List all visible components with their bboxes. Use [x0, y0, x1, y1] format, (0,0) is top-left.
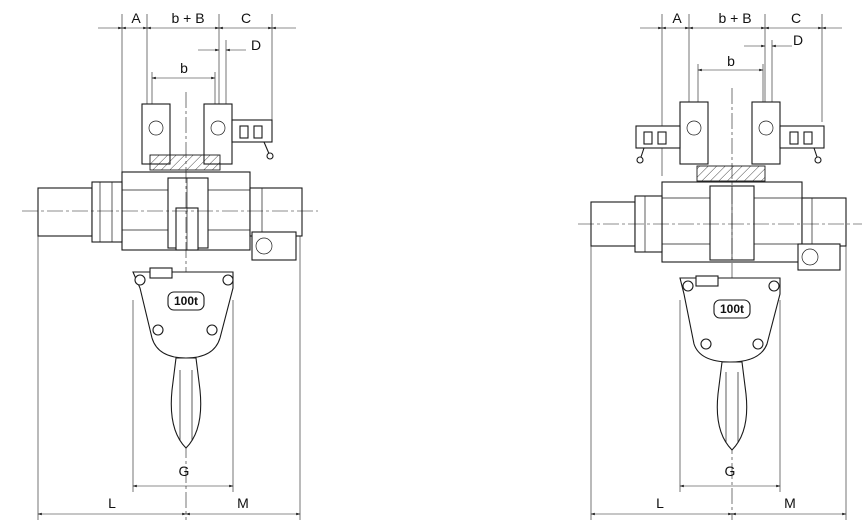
dim-label-D: D — [793, 32, 803, 48]
dim-label-bB: b + B — [171, 10, 204, 26]
dim-label-G: G — [725, 463, 736, 479]
dim-label-C: C — [241, 10, 251, 26]
dim-label-A: A — [131, 10, 141, 26]
dim-label-D: D — [251, 37, 261, 53]
dim-label-C: C — [791, 10, 801, 26]
dim-label-bB: b + B — [718, 10, 751, 26]
dim-label-b: b — [727, 53, 735, 69]
dim-label-L: L — [108, 495, 116, 511]
left-view: 100t A b + B C D b G L M — [22, 10, 318, 520]
dim-label-M: M — [784, 495, 796, 511]
dim-label-L: L — [656, 495, 664, 511]
dim-label-b: b — [180, 60, 188, 76]
right-view: 100t A b + B C D b G L M — [578, 10, 862, 520]
capacity-label-right: 100t — [720, 302, 744, 316]
dim-label-G: G — [179, 463, 190, 479]
dim-label-A: A — [672, 10, 682, 26]
dim-label-M: M — [237, 495, 249, 511]
capacity-label-left: 100t — [174, 294, 198, 308]
